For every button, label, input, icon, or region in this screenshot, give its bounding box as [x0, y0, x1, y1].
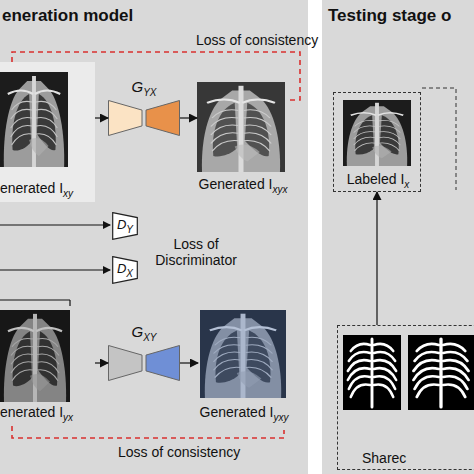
xray-image [200, 310, 286, 398]
caption: Labeled Ix [334, 171, 422, 190]
panel: eneration modelenerated IxyGYXGenerated … [0, 0, 308, 474]
node-text: G [131, 323, 143, 340]
encoder-shape [109, 101, 143, 136]
subscript: yxy [273, 412, 288, 423]
subscript: xyx [272, 184, 287, 195]
connector [95, 362, 108, 363]
generator: GXY [108, 345, 180, 381]
input-line [0, 224, 110, 225]
generator: GYX [108, 100, 180, 136]
caption: DX [112, 262, 138, 279]
free-label: Loss of Discriminator [148, 236, 244, 268]
panel-title: eneration model [2, 6, 133, 25]
rib-mask-image [343, 335, 401, 410]
input-line [0, 269, 110, 270]
image-tint [197, 82, 285, 172]
caption: Generated Iyxy [182, 404, 306, 423]
decoder-shape [146, 101, 180, 136]
edge-label: Loss of consistency [118, 444, 240, 460]
connector [180, 362, 198, 363]
dashed-line [422, 88, 456, 190]
connector [12, 52, 300, 100]
node-text: Generated I [200, 404, 274, 420]
connector [12, 426, 284, 438]
discriminator-outline [113, 257, 138, 284]
panel-title: Testing stage o [328, 6, 451, 25]
image-tint [0, 310, 70, 402]
caption: enerated Iyx [0, 404, 95, 423]
edge-label: Loss of consistency [196, 32, 318, 48]
xray-image [0, 72, 68, 167]
caption: Sharec [362, 450, 462, 466]
caption: eneration model [2, 6, 302, 26]
node-text: D [117, 261, 126, 276]
subscript: XY [143, 332, 156, 343]
rib-mask-image [408, 335, 474, 410]
node-text: Labeled I [347, 171, 405, 187]
generator-shape [108, 100, 180, 136]
subscript: yx [63, 412, 73, 423]
input-line [0, 299, 70, 300]
encoder-shape [109, 346, 143, 381]
caption: Generated Ixyx [181, 176, 305, 195]
input-line [69, 300, 70, 306]
caption: GXY [108, 323, 180, 344]
subscript: Y [126, 224, 133, 235]
node-text: D [117, 217, 126, 232]
subscript: YX [143, 87, 156, 98]
xray-image [0, 310, 70, 402]
node-text: enerated I [0, 180, 63, 196]
image-tint [200, 310, 286, 398]
node-text: Sharec [362, 450, 406, 466]
connector [180, 117, 197, 118]
caption: Testing stage o [328, 6, 474, 26]
caption: DY [112, 218, 138, 235]
discriminator: DX [112, 256, 138, 284]
caption: enerated Ixy [0, 180, 95, 199]
discriminator: DY [112, 212, 138, 240]
xray-image [197, 82, 285, 172]
decoder-shape [146, 346, 180, 381]
generator-shape [108, 345, 180, 381]
connector [376, 192, 377, 325]
discriminator-outline [113, 213, 138, 240]
subscript: x [404, 179, 409, 190]
subscript: xy [63, 188, 73, 199]
xray-image [343, 100, 411, 166]
connector [95, 117, 108, 118]
node-text: G [131, 78, 143, 95]
caption: GYX [108, 78, 180, 99]
subscript: X [126, 268, 133, 279]
node-text: enerated I [0, 404, 63, 420]
node-text: Generated I [199, 176, 273, 192]
